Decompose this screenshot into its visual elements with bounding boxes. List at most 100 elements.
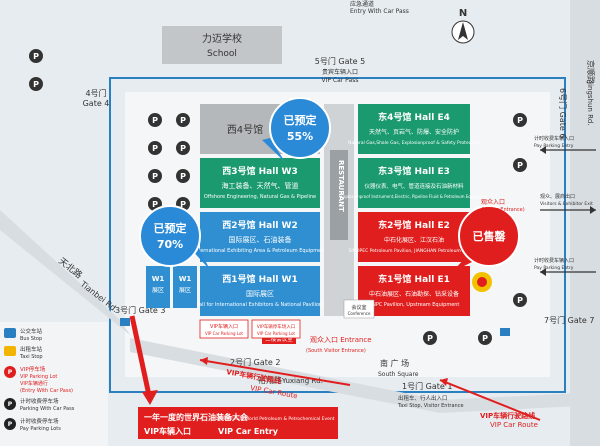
hall-w3-en: Offshore Engineering, Natural Gas & Pipe…: [204, 194, 316, 200]
hall-w3[interactable]: [200, 158, 320, 208]
conference-label: 会议室: [351, 304, 366, 311]
gate5-sub: 贵宾车辆入口: [322, 68, 358, 76]
svg-text:P: P: [180, 172, 186, 181]
svg-text:P: P: [152, 144, 158, 153]
svg-text:P: P: [152, 200, 158, 209]
hall-e4-cn: 天然气、页岩气、防爆、安全防护: [369, 128, 459, 136]
svg-text:P: P: [517, 116, 523, 125]
sold-out-bubble: [452, 205, 520, 272]
legend-background: [0, 322, 108, 446]
gate3-label: 3号门 Gate 3: [115, 305, 165, 315]
sold-out-label: 已售罄: [473, 229, 506, 243]
cnpc-logo-icon: [472, 272, 492, 292]
hall-e2-title: 东2号馆 Hall E2: [378, 219, 450, 231]
hall-w4-label: 西4号馆: [227, 123, 263, 136]
second-floor-label: 二楼会议室: [265, 335, 293, 343]
yuxiang-road-label-en: Yuxiang Rd.: [281, 377, 323, 385]
banner-line2-cn: VIP车辆入口: [144, 426, 191, 436]
banner-line1-en: The Annual World Petroleum & Petrochemic…: [217, 416, 335, 422]
emergency-exit-label-en: Entry With Car Pass: [350, 8, 409, 15]
south-square-label-en: South Square: [378, 371, 419, 378]
hall-w3-title: 西3号馆 Hall W3: [222, 165, 298, 177]
visitor-entrance-east: 观众入口: [481, 199, 505, 206]
jingshun-road-label: 京顺路: [586, 60, 596, 84]
hall-w2[interactable]: [200, 212, 320, 262]
hall-w1-annex-b-sub: 展区: [179, 287, 191, 294]
legend-item-label: 计时收费停车场: [20, 417, 59, 425]
taxi-entrance-label-en: Taxi Stop, Visitor Entrance: [397, 403, 464, 409]
vip-route-2-label-en: VIP Car Route: [490, 421, 538, 429]
vip-gate3-tag: [199, 319, 249, 339]
conference-room: [343, 299, 375, 319]
booking-bubble-70: [139, 205, 210, 270]
svg-text:P: P: [427, 334, 433, 343]
svg-text:P: P: [152, 172, 158, 181]
svg-text:P: P: [517, 296, 523, 305]
vip-route-arrow-icon: [199, 357, 351, 386]
svg-text:P: P: [152, 116, 158, 125]
hall-e3-title: 东3号馆 Hall E3: [378, 165, 450, 177]
taxi-icon: [4, 346, 16, 356]
parking-icon: P: [478, 331, 492, 345]
vip-gate3-label-en: VIP Car Parking Lot: [205, 331, 243, 336]
hall-w1-cn: 国际展区: [246, 289, 274, 298]
hall-w1-annex-a-label: W1: [152, 275, 165, 283]
hall-e2-en: SINOPEC Petroleum Pavilion, JIANGHAN Pet…: [348, 248, 479, 254]
hall-e3-cn: 仪器仪表、电气、管道连接及石油新材料: [364, 182, 464, 190]
svg-text:P: P: [180, 200, 186, 209]
legend-item-label-en: Bus Stop: [20, 336, 42, 342]
vip-gate3-label: VIP车辆入口: [210, 323, 238, 330]
legend-item-label: 公交车站: [20, 327, 43, 335]
banner-line2-en: VIP Car Entry: [218, 427, 279, 436]
gate2-label: 2号门 Gate 2: [230, 357, 280, 367]
hall-e3-en: Explosionproof Instrument,Electric, Pipe…: [341, 194, 488, 199]
visitor-entrance-east-en: (Visitor Entrance): [481, 207, 525, 213]
parking-icon: P: [29, 49, 43, 63]
parking-icon: P: [513, 158, 527, 172]
pay-parking-arrow-icon: [540, 268, 596, 276]
gate4-label-en: Gate 4: [83, 99, 110, 108]
hall-w1-en: Hall for International Exhibitors & Nati…: [195, 302, 325, 308]
parking-icon: P: [513, 293, 527, 307]
hall-w1-title: 西1号馆 Hall W1: [222, 273, 298, 285]
hall-e4-en: Natural Gas,Shale Gas, Explosionproof & …: [348, 140, 480, 146]
bus-icon: [4, 328, 16, 338]
bus-stop-icon: [500, 328, 510, 336]
gate7-label: 7号门 Gate 7: [544, 315, 594, 325]
vip-parking-icon: [4, 366, 16, 378]
yuxiang-road-label: 裕翔路: [258, 375, 282, 385]
legend-item-label: 出租车站: [20, 345, 43, 353]
booking-70-pct: 70%: [157, 238, 183, 251]
pay-parking-entry-2: 计时收费车辆入口: [534, 257, 574, 264]
legend-item-label-en: Taxi Stop: [19, 354, 43, 360]
parking-icon: P: [513, 113, 527, 127]
legend-item-label-en: (Entry With Car Pass): [20, 388, 73, 394]
hall-w2-en: International Exhibiting Area & Petroleu…: [194, 248, 327, 254]
legend-item-label: VIP停车场: [20, 365, 46, 373]
hall-w2-title: 西2号馆 Hall W2: [222, 219, 298, 231]
legend-item-label-en: Parking With Car Pass: [20, 406, 75, 412]
hall-e3[interactable]: [358, 158, 470, 208]
hall-w2-cn: 国际展区、石油装备: [229, 235, 292, 244]
hall-w1-annex-b[interactable]: [173, 266, 197, 308]
hall-w1[interactable]: [200, 266, 320, 316]
visitor-entrance-south-en: (South Visitor Entrance): [306, 348, 366, 354]
hall-e2[interactable]: [358, 212, 470, 262]
exit-arrow-icon: [540, 206, 596, 214]
legend-item-label-en: VIP Parking Lot: [20, 374, 57, 380]
hall-e1[interactable]: [358, 266, 470, 316]
paid-parking-icon: [4, 398, 16, 410]
svg-text:P: P: [180, 144, 186, 153]
hall-w1-annex-a[interactable]: [146, 266, 170, 308]
parking-icon: P: [148, 141, 162, 155]
vip-parking-tag: [251, 319, 301, 339]
booking-70-label: 已预定: [154, 221, 187, 235]
pay-parking-icon: [4, 418, 16, 430]
legend-item-label: VIP车辆通行: [20, 380, 48, 387]
hall-w1-annex-a-sub: 展区: [152, 287, 164, 294]
booking-55-pct: 55%: [287, 130, 313, 143]
hall-e2-cn: 中石化展区、江汉石油: [384, 236, 444, 244]
emergency-exit-label: 应急通道: [350, 0, 374, 8]
hall-e4[interactable]: [358, 104, 470, 154]
gate6-label: 6号门 Gate 6: [558, 88, 568, 138]
